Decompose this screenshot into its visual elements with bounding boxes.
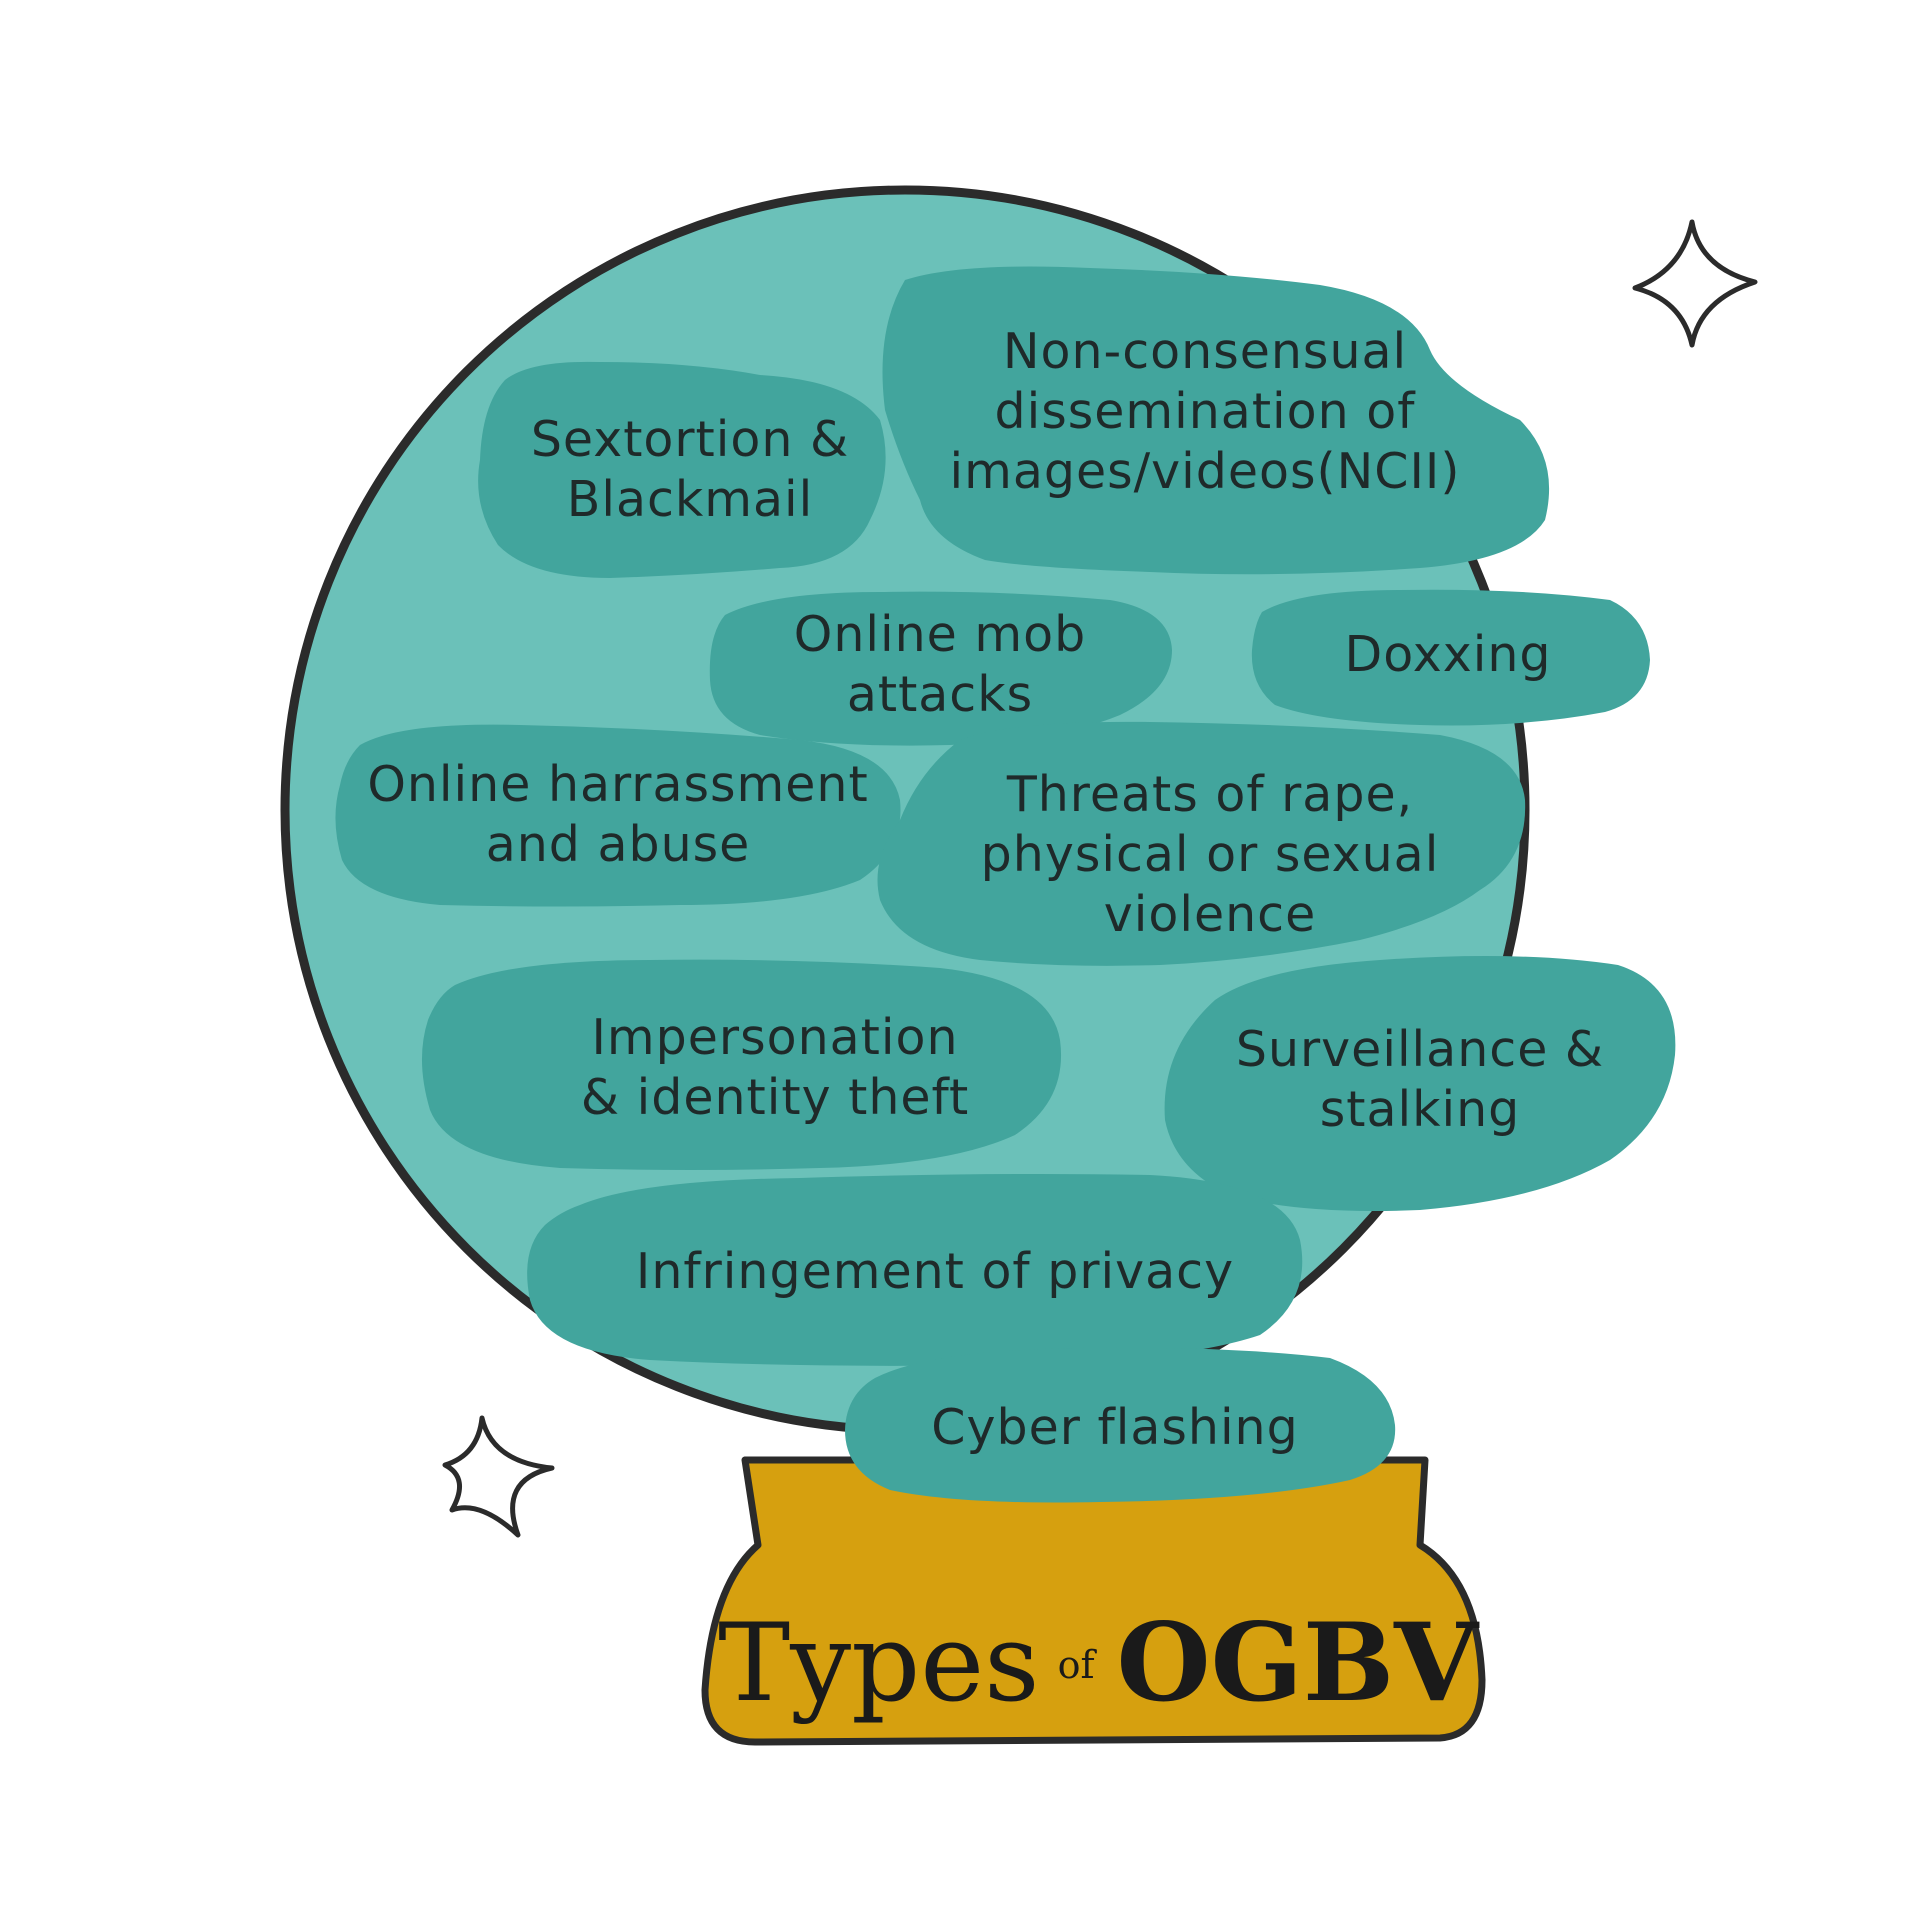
cloud-ncii	[882, 266, 1550, 575]
item-line: Online harrassment	[367, 756, 868, 813]
item-line: Impersonation	[591, 1009, 958, 1066]
cloud-doxxing	[1251, 589, 1650, 726]
item-surveillance-stalking: Surveillance &stalking	[1236, 1021, 1604, 1138]
item-line: Infringement of privacy	[636, 1243, 1234, 1300]
item-line: Threats of rape,	[1006, 766, 1413, 823]
item-line: Surveillance &	[1236, 1021, 1604, 1078]
item-line: Online mob	[794, 606, 1086, 663]
cloud-privacy	[527, 1174, 1303, 1366]
item-line: Non-consensual	[1003, 323, 1407, 380]
title-main: Types	[718, 1601, 1040, 1726]
cloud-shapes	[335, 266, 1676, 1503]
item-cyber-flashing: Cyber flashing	[931, 1399, 1298, 1456]
item-line: attacks	[847, 666, 1033, 723]
item-doxxing: Doxxing	[1345, 626, 1552, 683]
cloud-surveillance	[1164, 956, 1676, 1211]
item-line: Blackmail	[567, 471, 814, 528]
title-acronym: OGBV	[1117, 1600, 1481, 1726]
cloud-impersonation	[421, 959, 1062, 1170]
title-connector: of	[1058, 1643, 1098, 1687]
item-line: Doxxing	[1345, 626, 1552, 683]
item-line: violence	[1104, 886, 1317, 943]
item-line: & identity theft	[581, 1069, 969, 1126]
item-sextortion-blackmail: Sextortion &Blackmail	[531, 411, 849, 528]
item-line: and abuse	[486, 816, 751, 873]
title: Types of OGBV	[718, 1600, 1480, 1726]
item-line: Cyber flashing	[931, 1399, 1298, 1456]
globe-stand	[701, 1456, 1486, 1746]
cloud-mob	[709, 591, 1172, 746]
item-impersonation-identity-theft: Impersonation& identity theft	[581, 1009, 969, 1126]
item-line: dissemination of	[994, 383, 1416, 440]
cloud-harassment	[335, 724, 901, 907]
item-line: Sextortion &	[531, 411, 849, 468]
item-infringement-of-privacy: Infringement of privacy	[636, 1243, 1234, 1300]
sparkle-icon	[1632, 219, 1758, 348]
item-line: physical or sexual	[981, 826, 1440, 883]
item-line: images/videos(NCII)	[949, 443, 1460, 500]
item-line: stalking	[1320, 1081, 1521, 1138]
sparkle-icon	[442, 1415, 555, 1538]
cloud-cyber-flashing	[845, 1347, 1396, 1503]
cloud-sextortion	[478, 361, 886, 578]
cloud-threats	[877, 721, 1526, 966]
